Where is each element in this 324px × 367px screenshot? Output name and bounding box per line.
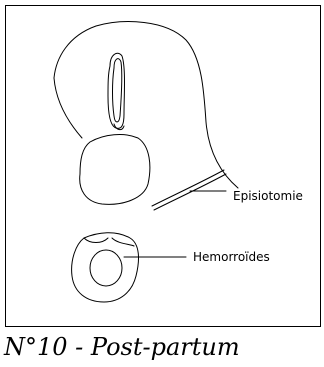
vulva-inner [113, 59, 122, 122]
outer-contour-left [54, 78, 82, 138]
vulva-outer [108, 53, 125, 128]
figure-caption: N°10 - Post-partum [4, 332, 240, 362]
outer-contour [54, 22, 238, 188]
perineum-mass [80, 135, 150, 205]
hemorrhoid-outer [72, 233, 139, 302]
hemorrhoid-core [90, 250, 122, 286]
label-hemorroides: Hemorroïdes [193, 250, 270, 264]
episiotomy-incision-a [152, 170, 224, 206]
episiotomy-incision-b [154, 174, 226, 210]
figure-frame: Episiotomie Hemorroïdes [5, 5, 321, 327]
post-partum-sketch [6, 6, 322, 328]
hemorrhoid-outer-lobes [84, 238, 134, 246]
label-episiotomie: Episiotomie [233, 189, 303, 203]
